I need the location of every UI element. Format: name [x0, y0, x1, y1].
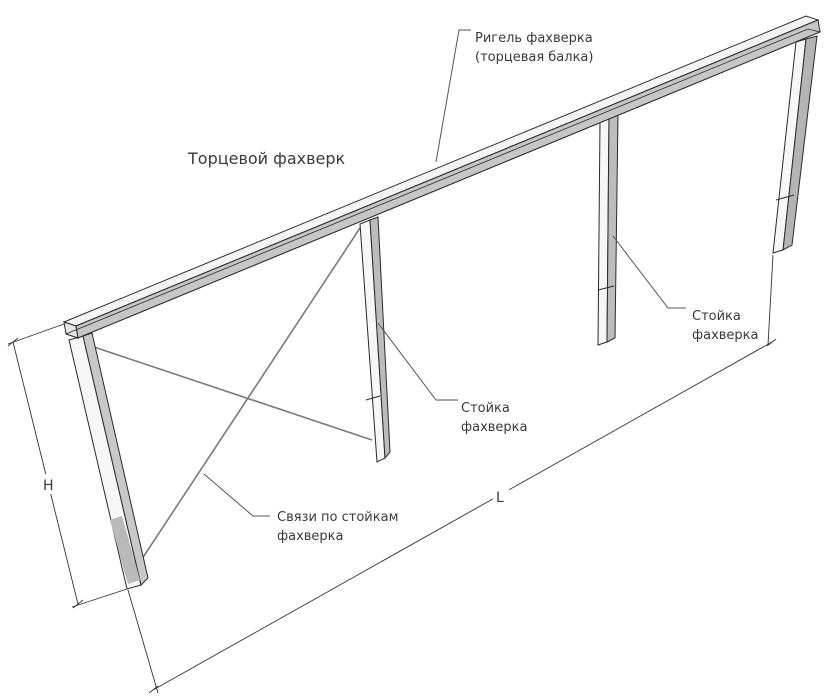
post-right-corner: [772, 35, 818, 254]
leader-rigel: [435, 29, 471, 163]
post-2-splice: [365, 395, 381, 401]
dim-h-tick-bottom: [72, 599, 84, 609]
label-bracing-line1: Связи по стойкам: [277, 510, 398, 525]
label-post-3-line1: Стойка: [692, 309, 741, 324]
leaders: [203, 29, 686, 517]
post-right-web: [782, 35, 818, 251]
post-3-web: [606, 113, 619, 343]
dim-h-ext-top: [7, 323, 65, 345]
rigel-bottom-flange: [64, 28, 822, 339]
label-bracing-line2: фахверка: [277, 529, 344, 544]
label-post-2-line2: фахверка: [461, 420, 528, 435]
brace-cross-diagonal: [135, 227, 361, 569]
leader-post-3: [612, 235, 686, 309]
dimension-height: H: [7, 323, 128, 609]
rigel-top-face: [62, 15, 820, 327]
brace-horizontal-diagonal: [87, 344, 373, 441]
leader-bracing: [203, 473, 270, 517]
bracing: [87, 227, 373, 569]
dim-h-label: H: [43, 478, 54, 494]
post-3-splice: [597, 285, 615, 291]
post-3: [597, 113, 619, 346]
dim-l-label: L: [496, 490, 504, 506]
dim-l-line: [152, 341, 773, 691]
dim-l-label-bg: [493, 486, 509, 506]
dim-l-tick-left: [148, 685, 159, 694]
dim-h-label-bg: [38, 474, 56, 494]
labels: Торцевой фахверк Ригель фахверка (торцев…: [187, 31, 759, 544]
post-right-splice: [775, 194, 795, 201]
dim-h-tick-top: [7, 337, 19, 347]
dim-h-ext-bottom: [71, 588, 128, 608]
dimension-length: L: [127, 254, 777, 694]
label-post-2-line1: Стойка: [461, 401, 510, 416]
post-2-web: [369, 216, 391, 460]
label-rigel-line1: Ригель фахверка: [475, 31, 593, 46]
dim-h-line: [12, 341, 79, 605]
rigel-side-face: [75, 19, 821, 339]
post-left-web: [82, 332, 149, 586]
post-2: [359, 216, 391, 463]
dim-l-tick-right: [766, 338, 777, 347]
label-post-3-line2: фахверка: [692, 328, 759, 343]
post-left-shadow: [110, 516, 140, 584]
label-rigel-line2: (торцевая балка): [475, 50, 593, 65]
dim-l-ext-left: [127, 589, 159, 694]
rigel-beam: [62, 15, 822, 339]
dim-l-ext-right: [767, 254, 774, 346]
leader-post-2: [377, 322, 458, 401]
diagram-title: Торцевой фахверк: [187, 149, 346, 168]
post-left-corner: [68, 332, 149, 590]
